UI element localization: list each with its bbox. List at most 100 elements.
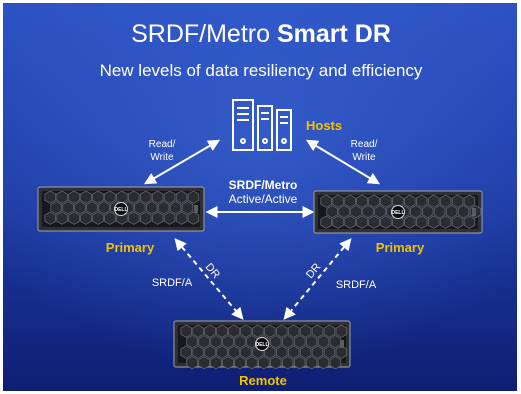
dell-logo-icon xyxy=(114,202,128,216)
bezel-hex-cell xyxy=(332,194,344,208)
bezel-hex-cell xyxy=(463,215,476,229)
read-write-right-line1: Read/ xyxy=(351,139,378,150)
bezel-hex-cell xyxy=(305,335,318,349)
bezel-hex-cell xyxy=(163,211,176,225)
bezel-hex-cell xyxy=(68,190,80,204)
bezel-hex-cell xyxy=(210,356,222,370)
bezel-hex-cell xyxy=(281,335,294,349)
bezel-hex-cell xyxy=(252,324,264,338)
server-hosts-icon xyxy=(232,99,292,151)
bezel-hex-cell xyxy=(329,335,342,349)
remote-label: Remote xyxy=(239,373,287,388)
bezel-hex-cell xyxy=(104,190,116,204)
bezel-hex-cell xyxy=(264,324,276,338)
slide-subtitle: New levels of data resiliency and effici… xyxy=(100,61,423,80)
bezel-hex-cell xyxy=(451,194,464,208)
bezel-hex-cell xyxy=(128,190,140,204)
bezel-hex-cell xyxy=(62,201,74,215)
bezel-hex-cell xyxy=(234,356,246,370)
bezel-hex-cell xyxy=(287,345,300,359)
bezel-hex-cell xyxy=(374,205,386,219)
bezel-hex-cell xyxy=(228,345,240,359)
bezel-hex-cell xyxy=(187,211,200,225)
bezel-hex-cell xyxy=(317,356,330,370)
bezel-hex-cell xyxy=(128,211,140,225)
bezel-hex-cell xyxy=(323,324,336,338)
bezel-hex-cell xyxy=(116,190,128,204)
read-write-arrow-right xyxy=(305,139,381,185)
bezel-hex-cell xyxy=(293,356,306,370)
bezel-hex-cell xyxy=(246,356,258,370)
bezel-hex-cell xyxy=(187,190,200,204)
hosts-label: Hosts xyxy=(306,118,342,133)
bezel-hex-cell xyxy=(392,215,404,229)
bezel-hex-cell xyxy=(439,194,452,208)
bezel-hex-cell xyxy=(338,205,350,219)
bezel-hex-cell xyxy=(463,194,476,208)
bezel-hex-cell xyxy=(439,215,452,229)
primary-left-label: Primary xyxy=(106,240,155,255)
bezel-hex-cell xyxy=(317,335,330,349)
bezel-hex-cell xyxy=(305,356,318,370)
storage-array-primary-right: DELL xyxy=(313,190,483,234)
bezel-hex-cell xyxy=(151,211,164,225)
bezel-hex-cell xyxy=(169,201,182,215)
dell-logo-text: DELL xyxy=(114,207,127,213)
bezel-hex-cell xyxy=(311,345,324,359)
bezel-hex-cell xyxy=(151,190,164,204)
bezel-hex-cell xyxy=(404,215,416,229)
bezel-hex-cell xyxy=(344,194,356,208)
read-write-left-line1: Read/ xyxy=(149,139,176,150)
bezel-hex-cell xyxy=(204,324,216,338)
bezel-hex-cell xyxy=(451,215,464,229)
bezel-hex-cell xyxy=(270,356,282,370)
read-write-left-line2: Write xyxy=(150,152,174,163)
bezel-hex-cell xyxy=(329,356,342,370)
bezel-hex-cell xyxy=(415,194,428,208)
bezel-hex-cell xyxy=(222,335,234,349)
bezel-hex-cell xyxy=(299,324,312,338)
bezel-hex-cell xyxy=(198,335,210,349)
bezel-hex-cell xyxy=(311,324,324,338)
bezel-hex-cell xyxy=(222,356,234,370)
bezel-hex-cell xyxy=(181,201,194,215)
dr-arrow-left xyxy=(174,238,244,320)
storage-array-remote: DELL xyxy=(173,320,351,370)
read-write-arrow-left xyxy=(143,139,221,185)
bezel-hex-cell xyxy=(421,205,434,219)
bezel-hex-cell xyxy=(139,211,152,225)
bezel-hex-cell xyxy=(404,194,416,208)
bezel-hex-cell xyxy=(275,345,288,359)
dell-logo-icon xyxy=(255,337,269,351)
bezel-hex-cell xyxy=(56,211,68,225)
bezel-hex-cell xyxy=(234,335,246,349)
storage-array-primary-left: DELL xyxy=(37,186,205,232)
dell-logo-text: DELL xyxy=(391,210,404,216)
bezel-hex-cell xyxy=(80,211,92,225)
bezel-hex-cell xyxy=(246,335,258,349)
bezel-hex-cell xyxy=(192,345,204,359)
read-write-right-line2: Write xyxy=(352,152,376,163)
bezel-hex-cell xyxy=(335,345,348,359)
bezel-hex-cell xyxy=(80,190,92,204)
srdf-a-left-label: SRDF/A xyxy=(152,277,193,289)
bezel-hex-cell xyxy=(445,205,458,219)
slide-title: SRDF/Metro Smart DR xyxy=(131,20,391,48)
bezel-hex-cell xyxy=(74,201,86,215)
bezel-hex-cell xyxy=(86,201,98,215)
bezel-hex-cell xyxy=(427,215,440,229)
bezel-hex-cell xyxy=(98,201,110,215)
bezel-hex-cell xyxy=(368,194,380,208)
bezel-hex-cell xyxy=(92,190,104,204)
bezel-hex-cell xyxy=(175,190,188,204)
dr-arrow-right xyxy=(283,238,352,320)
bezel-hex-cell xyxy=(192,324,204,338)
dell-logo-text: DELL xyxy=(255,342,268,348)
bezel-hex-cell xyxy=(44,211,56,225)
bezel-hex-cell xyxy=(210,335,222,349)
bezel-hex-cell xyxy=(186,335,198,349)
bezel-hex-cell xyxy=(216,345,228,359)
bezel-hex-cell xyxy=(50,201,62,215)
